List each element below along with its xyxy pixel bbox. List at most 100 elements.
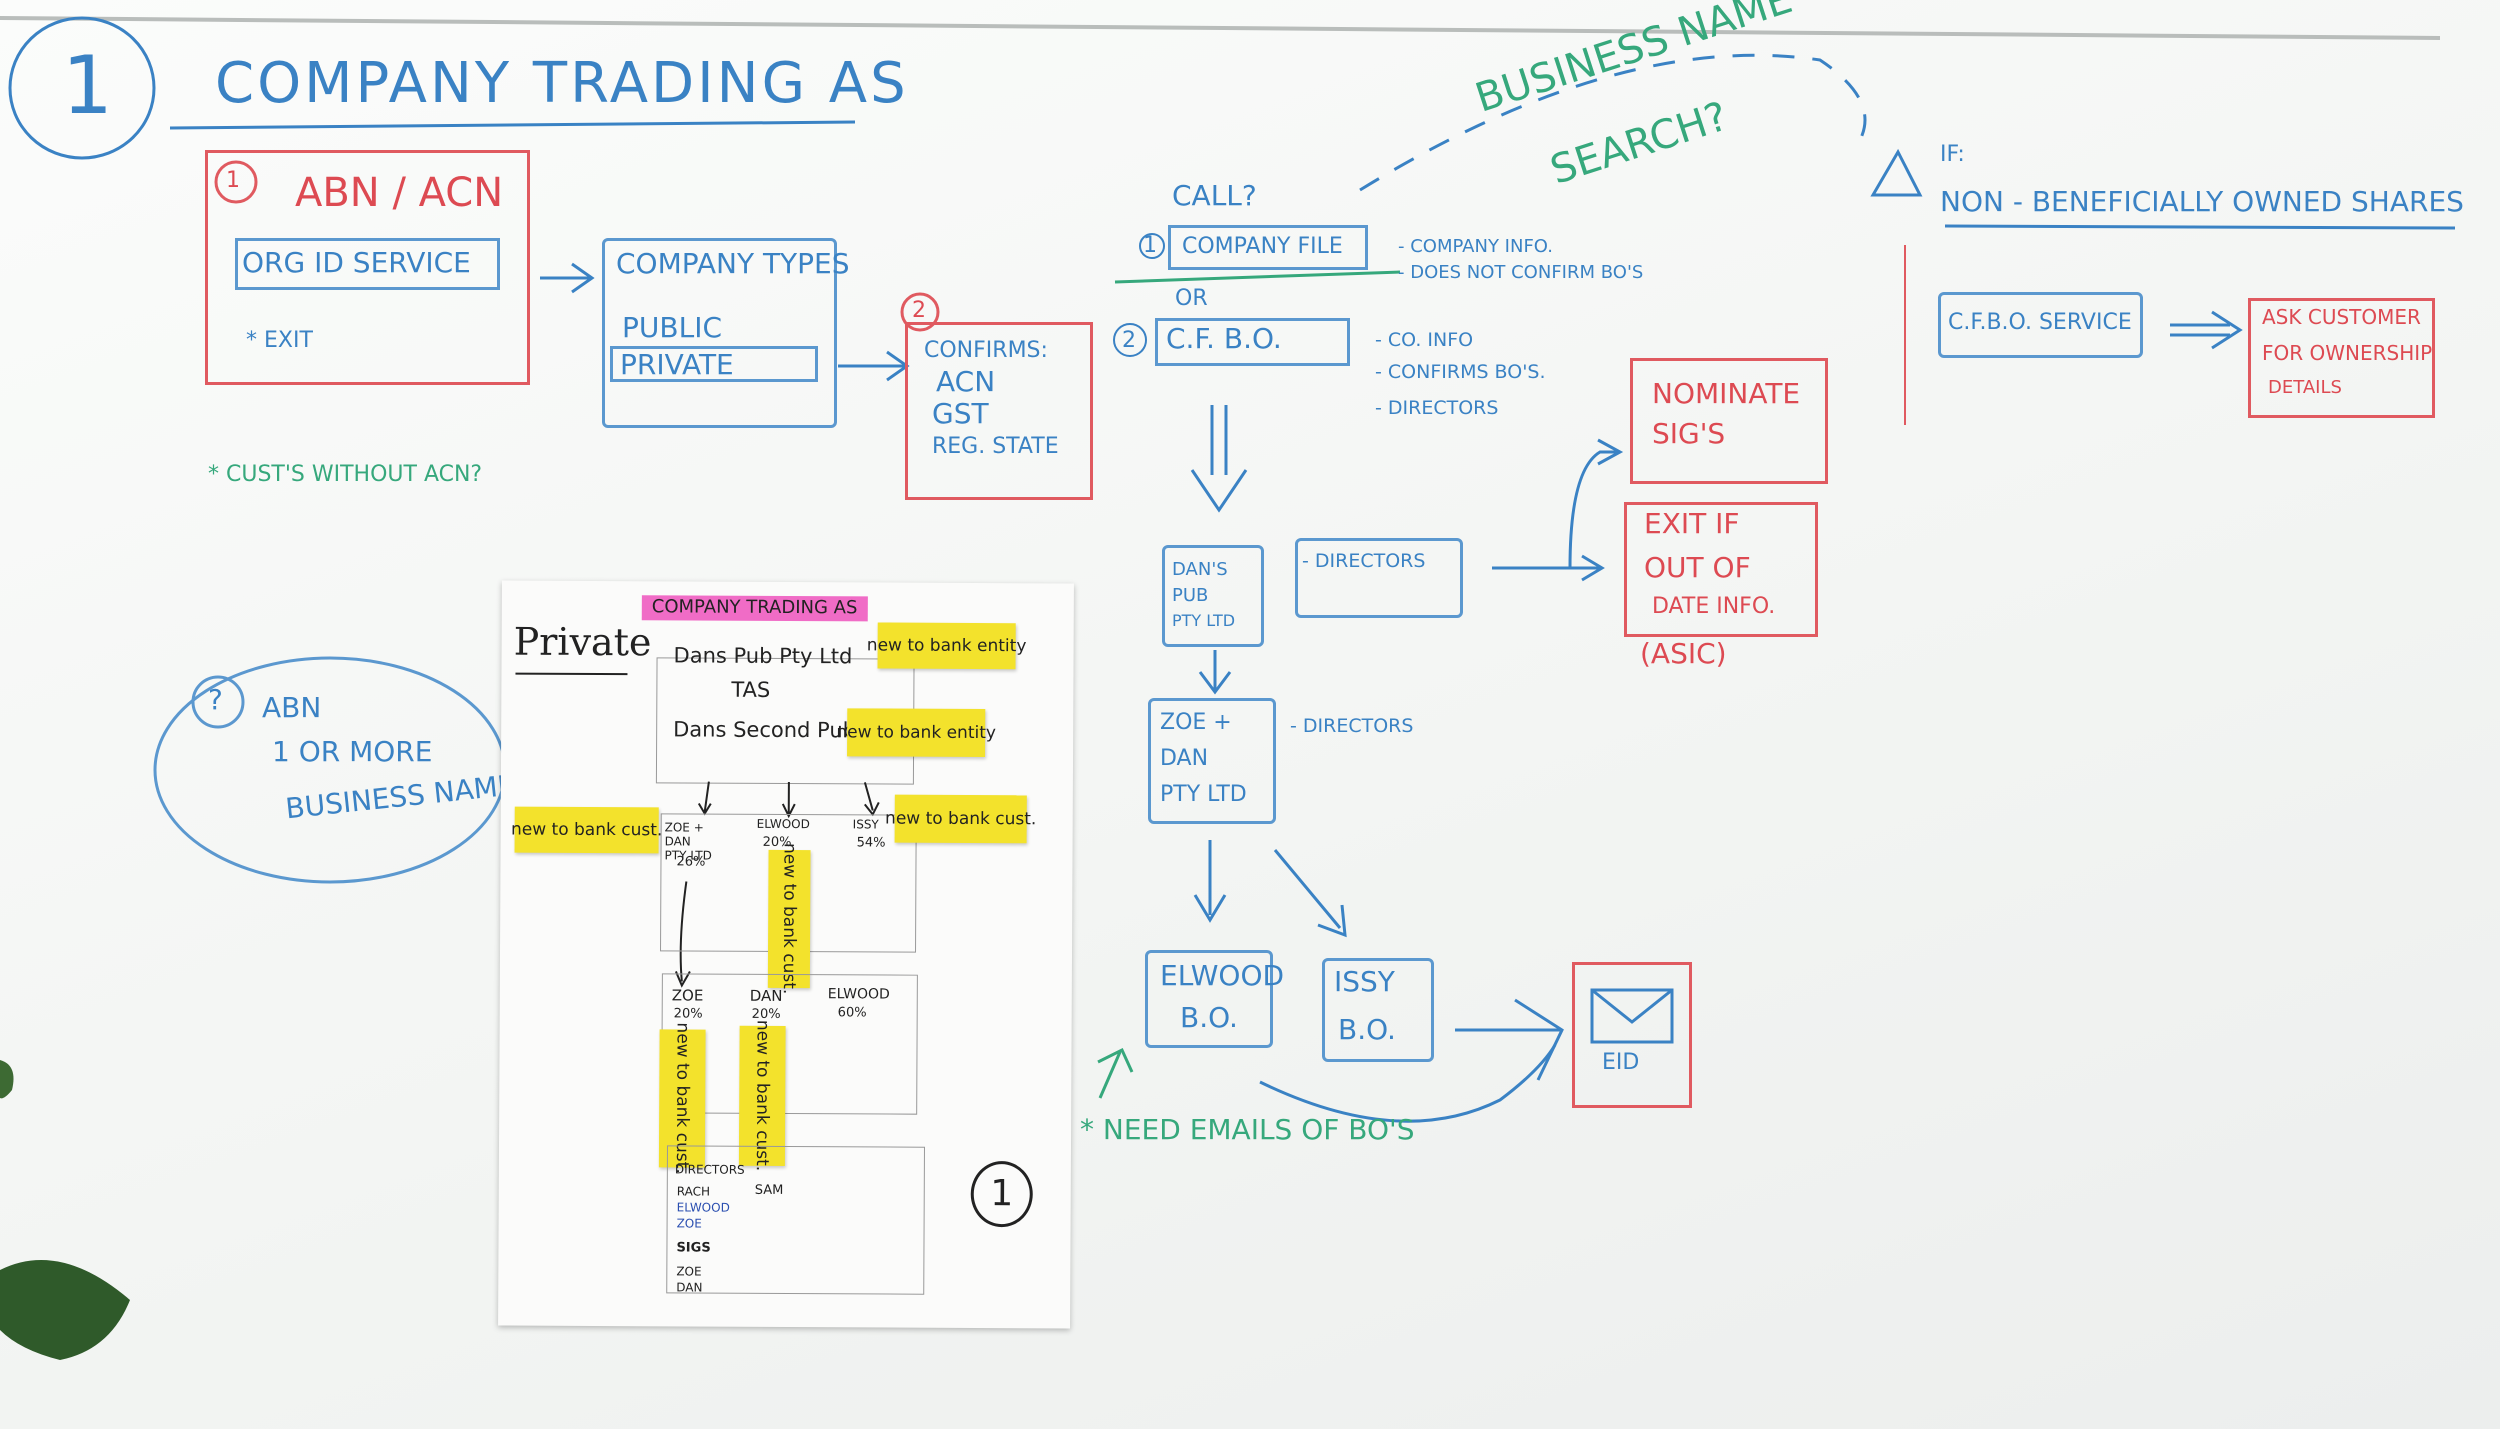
poster-shareholder-2-name: ELWOOD: [756, 816, 810, 832]
abn-acn-number: 1: [226, 168, 240, 193]
title-number-circle: [8, 16, 156, 160]
poster-director-2: ELWOOD: [676, 1200, 730, 1215]
company-file-box: [1168, 225, 1368, 270]
company-file-strike: [1114, 270, 1401, 284]
poster-owner-1-name: ZOE: [671, 986, 704, 1005]
confirms-title: CONFIRMS:: [924, 338, 1048, 363]
poster-directors-label: DIRECTORS: [674, 1162, 745, 1177]
exit-if-line2: OUT OF: [1644, 551, 1751, 584]
issy-bo-box: [1322, 958, 1434, 1062]
confirms-box: [905, 322, 1093, 500]
elwood-bo-line1: ELWOOD: [1160, 959, 1285, 992]
triangle-if-icon: [1870, 148, 1923, 197]
nominate-box: [1630, 358, 1828, 484]
company-file-number: 1: [1143, 233, 1157, 258]
cfbo-service-label: C.F.B.O. SERVICE: [1948, 310, 2132, 335]
company-file-label: COMPANY FILE: [1182, 234, 1343, 259]
arrow-dans-to-zoe: [1198, 650, 1232, 695]
dans-pub-box: [1162, 545, 1264, 647]
zoe-dan-directors: - DIRECTORS: [1290, 715, 1414, 737]
directors-box: [1295, 538, 1463, 618]
cfbo-note-3: - DIRECTORS: [1375, 397, 1499, 419]
poster-shareholder-3-pct: 54%: [856, 835, 886, 851]
need-emails-note: * NEED EMAILS OF BO'S: [1080, 1113, 1415, 1146]
poster-director-extra: SAM: [754, 1182, 784, 1198]
ask-customer-line2: FOR OWNERSHIP: [2262, 341, 2433, 365]
zoe-dan-line3: PTY LTD: [1160, 782, 1247, 807]
cfbo-note-2: - CONFIRMS BO'S.: [1375, 361, 1546, 383]
abn-circle-line2: 1 OR MORE: [272, 735, 433, 768]
cfbo-number: 2: [1122, 328, 1136, 353]
double-down-arrow: [1190, 405, 1248, 513]
abn-acn-box: [205, 150, 530, 385]
poster-sig-1: ZOE: [676, 1264, 702, 1279]
sticky-elwood: new to bank cust.: [767, 843, 811, 995]
dans-pub-directors: - DIRECTORS: [1302, 550, 1426, 572]
call-label: CALL?: [1172, 179, 1257, 212]
arrow-need-emails: [1097, 1047, 1134, 1099]
if-text: NON - BENEFICIALLY OWNED SHARES: [1940, 185, 2464, 218]
confirms-number: 2: [912, 298, 926, 323]
poster-sheet: COMPANY TRADING AS Private Dans Pub Pty …: [498, 580, 1074, 1329]
poster-director-3: ZOE: [676, 1216, 702, 1231]
zoe-dan-line1: ZOE +: [1160, 710, 1232, 735]
arrow-to-exit-if: [1570, 554, 1605, 582]
poster-sig-2: DAN: [676, 1280, 703, 1295]
cfbo-box: [1155, 318, 1350, 366]
arrow-abn-to-types: [540, 262, 595, 294]
or-label: OR: [1175, 286, 1208, 311]
dashed-arc-business-search: [1359, 53, 1867, 192]
curve-elwood-to-eid: [1259, 1044, 1557, 1123]
issy-bo-line2: B.O.: [1338, 1013, 1396, 1046]
eid-box: [1572, 962, 1692, 1108]
cust-without-acn-note: * CUST'S WITHOUT ACN?: [208, 462, 483, 487]
poster-arrows: [674, 781, 880, 988]
exit-if-line1: EXIT IF: [1644, 507, 1740, 540]
poster-arrow-1: [697, 781, 712, 816]
poster-arrow-4: [674, 881, 691, 988]
poster-number-circle: 1: [970, 1160, 1033, 1228]
exit-if-box: [1624, 502, 1818, 637]
zoe-dan-box: [1148, 698, 1276, 824]
envelope-flap: [1591, 988, 1673, 1024]
envelope-icon: [1590, 988, 1674, 1044]
zoe-dan-line2: DAN: [1160, 746, 1209, 771]
if-label: IF:: [1940, 142, 1965, 167]
abn-exit-label: * EXIT: [246, 328, 313, 353]
ask-customer-box: [2248, 298, 2435, 418]
abn-circle-line1: ABN: [262, 691, 322, 724]
arrow-zoe-to-issy: [1273, 849, 1347, 938]
poster-number: 1: [990, 1173, 1014, 1215]
private-highlight-box: [610, 346, 818, 382]
cfbo-label: C.F. B.O.: [1166, 322, 1282, 355]
sticky-cust-left: new to bank cust.: [511, 806, 662, 854]
confirms-number-circle: [900, 292, 940, 332]
issy-bo-line1: ISSY: [1334, 965, 1395, 998]
elwood-bo-box: [1145, 950, 1273, 1048]
exit-if-line3: DATE INFO.: [1652, 594, 1776, 619]
poster-arrow-3: [863, 782, 880, 817]
company-type-private: PRIVATE: [620, 348, 734, 381]
board-frame-line: [0, 16, 2441, 40]
poster-sigs-label: SIGS: [676, 1240, 711, 1256]
poster-director-1: RACH: [676, 1184, 711, 1199]
plant-leaf-small: [0, 1060, 14, 1099]
sticky-cust-right: new to bank cust.: [885, 794, 1036, 844]
poster-owner-2-name: DAN: [749, 986, 783, 1005]
confirms-item-acn: ACN: [936, 365, 996, 398]
confirms-item-gst: GST: [932, 397, 989, 430]
title-underline: [169, 120, 856, 130]
plant-leaf: [0, 1260, 130, 1360]
arrow-zoe-to-elwood: [1193, 840, 1227, 923]
company-type-public: PUBLIC: [622, 311, 722, 344]
if-underline: [1944, 224, 2456, 230]
elwood-bo-line2: B.O.: [1180, 1001, 1238, 1034]
poster-owner-1-pct: 20%: [673, 1006, 703, 1022]
company-file-note-1: - COMPANY INFO.: [1398, 236, 1553, 257]
dans-pub-line3: PTY LTD: [1172, 611, 1236, 630]
confirms-item-reg-state: REG. STATE: [932, 434, 1059, 459]
abn-acn-title: ABN / ACN: [295, 170, 504, 216]
abn-number-circle: [191, 675, 245, 729]
